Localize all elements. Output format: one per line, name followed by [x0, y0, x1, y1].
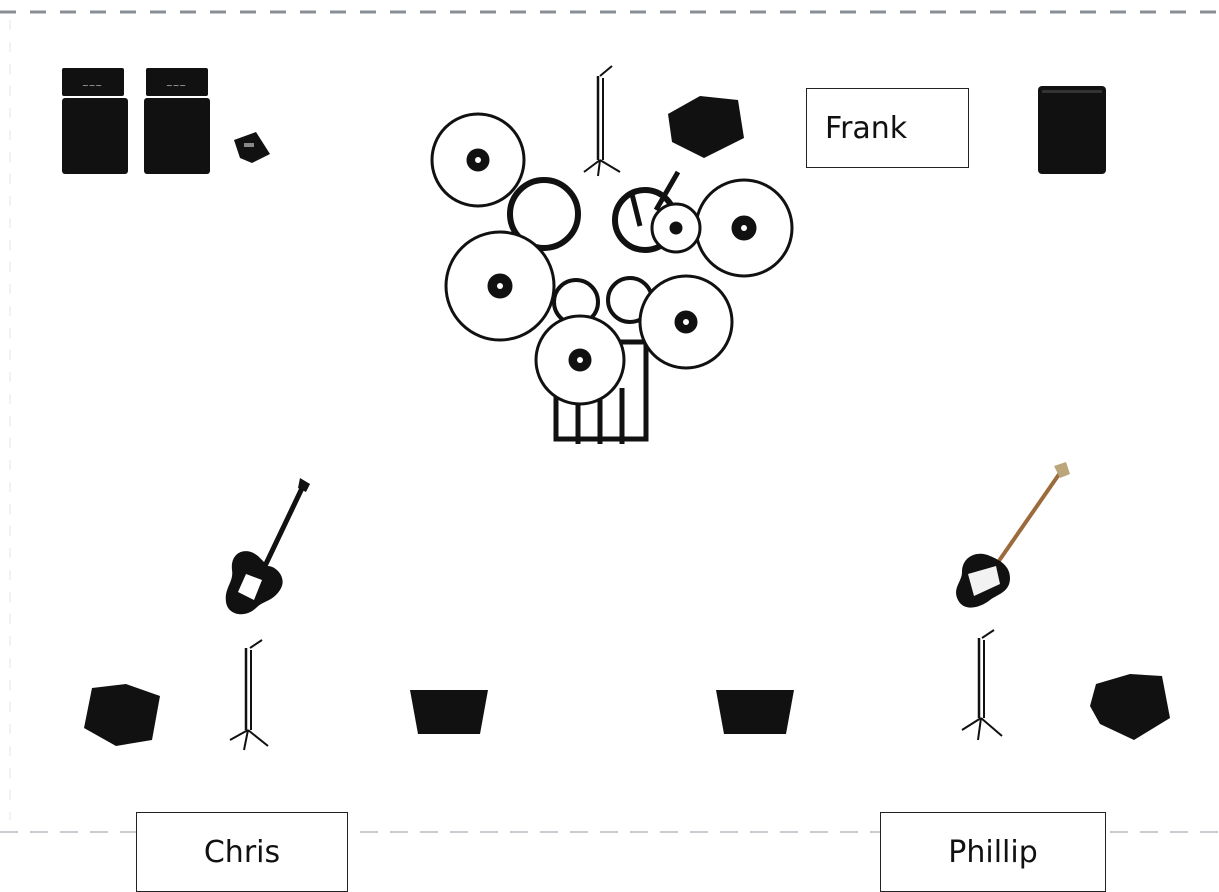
amp-stack-left-2: ~~~: [144, 68, 210, 174]
bass-cabinet-icon: [1038, 86, 1106, 174]
rack-tom-left: [507, 177, 581, 251]
svg-text:~~~: ~~~: [166, 81, 186, 90]
mic-stand-right-icon: [961, 629, 1003, 741]
floor-wedge-center-left: [410, 690, 488, 734]
mic-stand-left-icon: [229, 639, 269, 751]
drum-mic-stand-icon: [583, 65, 621, 177]
monitor-wedge-left: [84, 684, 160, 746]
guitarist-label: Chris: [136, 812, 348, 892]
bassist-label: Phillip: [880, 812, 1106, 892]
drum-monitor-wedge: [668, 96, 744, 158]
effects-pedal-icon: [234, 132, 270, 163]
drum-kit-icon: [430, 112, 794, 444]
amp-stack-left-1: ~~~: [62, 68, 128, 174]
bass-guitar-icon: [956, 462, 1070, 608]
monitor-wedge-right: [1090, 674, 1170, 740]
drummer-label: Frank: [806, 88, 969, 168]
svg-text:~~~: ~~~: [82, 81, 102, 90]
floor-wedge-center-right: [716, 690, 794, 734]
guitarist-name: Chris: [203, 834, 281, 870]
electric-guitar-icon: [225, 478, 310, 615]
bassist-name: Phillip: [948, 834, 1038, 870]
drummer-name: Frank: [825, 110, 908, 146]
